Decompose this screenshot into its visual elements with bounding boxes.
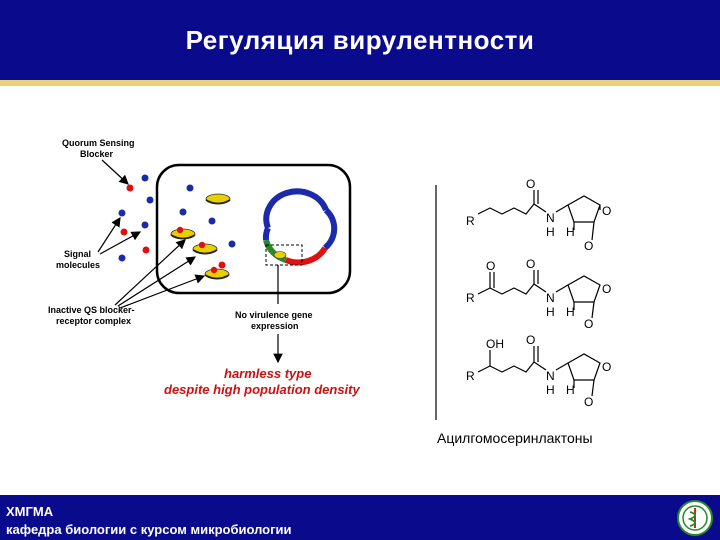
atom-N: N — [546, 369, 555, 383]
atom-O: O — [584, 239, 593, 253]
atom-H: H — [546, 225, 555, 239]
atom-R: R — [466, 214, 475, 228]
ahl-structure-1 — [477, 190, 601, 241]
pointer-complex-3 — [119, 274, 206, 309]
blocker-molecule — [142, 246, 150, 254]
signal-molecule — [118, 254, 126, 262]
signal-molecule — [141, 221, 149, 229]
receptor-complex — [192, 241, 218, 255]
signal-molecule — [141, 174, 149, 182]
chemistry-caption: Ацилгомосеринлактоны — [437, 430, 593, 446]
atom-R: R — [466, 369, 475, 383]
header-stripe — [0, 80, 720, 86]
label-inactive: Inactive QS blocker- — [48, 305, 135, 315]
pointer-signal-1 — [97, 216, 121, 253]
atom-H: H — [566, 225, 575, 239]
atom-N: N — [546, 291, 555, 305]
blocker-molecule — [126, 184, 134, 192]
atom-H: H — [566, 383, 575, 397]
pointer-complex-1 — [114, 239, 186, 306]
atom-OH: OH — [486, 337, 504, 351]
atom-O: O — [486, 259, 495, 273]
bacterial-cell — [155, 163, 352, 295]
label-signal: Signal — [64, 249, 91, 259]
label-no-virulence: No virulence gene — [235, 310, 313, 320]
atom-O: O — [526, 177, 535, 191]
pointer-signal-2 — [99, 231, 142, 255]
blocker-molecule — [120, 228, 128, 236]
footer-org: ХМГМА — [6, 504, 54, 519]
atom-H: H — [546, 305, 555, 319]
signal-molecule — [186, 184, 194, 192]
atom-N: N — [546, 211, 555, 225]
pointer-blocker — [101, 159, 129, 185]
label-quorum-sensing: Quorum Sensing — [62, 138, 135, 148]
atom-H: H — [566, 305, 575, 319]
slide-header: Регуляция вирулентности — [0, 0, 720, 80]
outcome-harmless-type: harmless type — [224, 366, 311, 381]
atom-O: O — [584, 317, 593, 331]
ahl-structure-2 — [477, 270, 601, 319]
blocker-molecule — [218, 261, 226, 269]
ahl-structure-3 — [477, 346, 601, 397]
receptor-complex — [204, 266, 230, 280]
slide-footer: ХМГМА кафедра биологии с курсом микробио… — [0, 495, 720, 540]
signal-molecule — [208, 217, 216, 225]
signal-molecule — [228, 240, 236, 248]
footer-department: кафедра биологии с курсом микробиологии — [6, 522, 292, 537]
signal-molecule — [146, 196, 154, 204]
label-receptor-complex: receptor complex — [56, 316, 131, 326]
atom-O: O — [602, 282, 611, 296]
outcome-high-density: despite high population density — [164, 382, 360, 397]
receptor-complex — [170, 226, 196, 240]
atom-R: R — [466, 291, 475, 305]
pointer-complex-2 — [117, 256, 197, 307]
signal-molecule — [179, 208, 187, 216]
atom-O: O — [526, 257, 535, 271]
atom-H: H — [546, 383, 555, 397]
plasmid-ring — [262, 188, 338, 266]
label-blocker-text: Blocker — [80, 149, 114, 159]
atom-O: O — [602, 360, 611, 374]
emblem-icon — [677, 500, 713, 536]
label-expression: expression — [251, 321, 299, 331]
atom-O: O — [602, 204, 611, 218]
receptor-complex — [205, 193, 231, 205]
label-molecules: molecules — [56, 260, 100, 270]
signal-molecule — [118, 209, 126, 217]
atom-O: O — [526, 333, 535, 347]
slide-title: Регуляция вирулентности — [185, 24, 535, 55]
atom-O: O — [584, 395, 593, 409]
